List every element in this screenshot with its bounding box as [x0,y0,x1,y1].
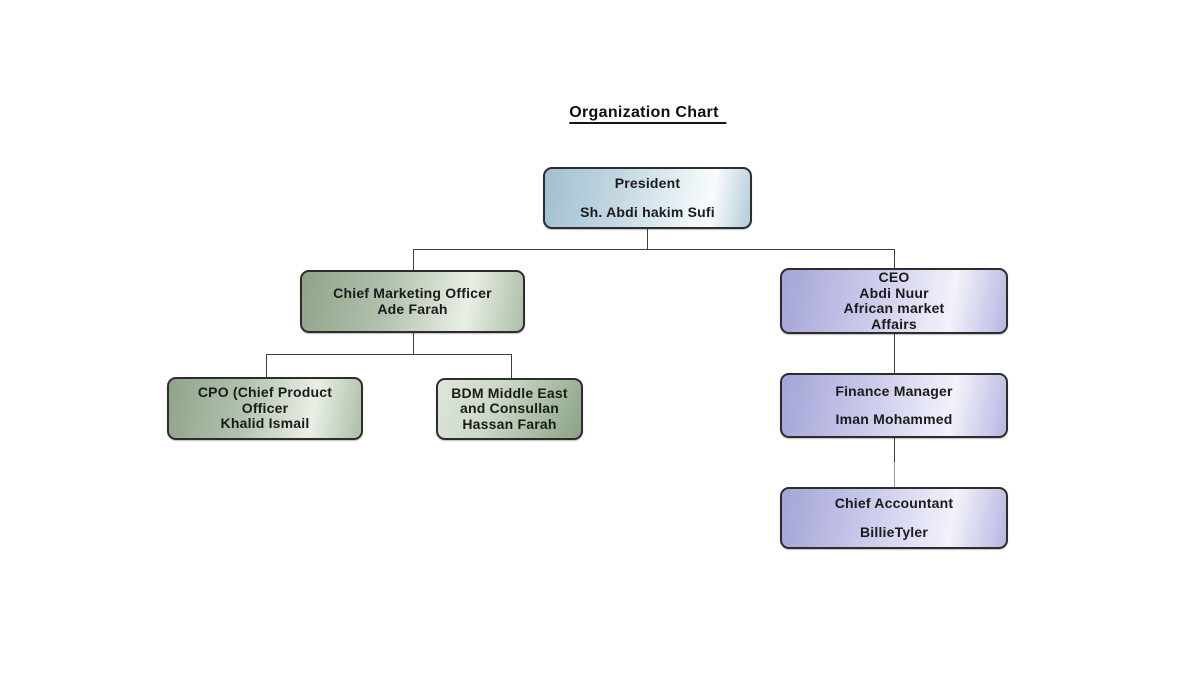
node-person: Hassan Farah [462,415,557,432]
connector-president-stem [647,229,648,250]
node-detail: Affairs [871,315,917,332]
node-title: CPO (Chief Product [197,384,333,401]
connector-drop-cpo [266,355,267,377]
connector-cmo-stem [413,333,414,354]
node-title-cont: and Consullan [459,400,560,417]
node-title: Chief Accountant [834,495,954,511]
node-person: Sh. Abdi hakim Sufi [580,203,715,220]
chart-title-text: Organization Chart [569,104,727,124]
org-node-chief-accountant[interactable]: Chief Accountant BillieTyler [780,487,1008,549]
node-detail: African market [843,300,945,316]
node-title: CEO [878,269,910,285]
org-node-bdm[interactable]: BDM Middle East and Consullan Hassan Far… [436,378,583,440]
connector-drop-cmo [413,250,414,270]
connector-level2-horizontal [266,354,512,355]
node-person: BillieTyler [859,523,929,540]
org-node-finance-manager[interactable]: Finance Manager Iman Mohammed [780,373,1008,438]
node-person: Iman Mohammed [835,411,953,427]
node-person: Abdi Nuur [859,284,929,301]
org-node-president[interactable]: President Sh. Abdi hakim Sufi [543,167,752,229]
connector-finance-accountant-lower [894,462,895,487]
connector-drop-ceo [894,250,895,268]
node-title: Finance Manager [835,382,953,399]
connector-ceo-finance [894,334,895,373]
org-node-ceo[interactable]: CEO Abdi Nuur African market Affairs [780,268,1008,334]
node-title: BDM Middle East [451,384,568,401]
connector-drop-bdm [511,355,512,378]
node-person: Khalid Ismail [220,415,310,432]
chart-title: Organization Chart [569,104,727,124]
node-person: Ade Farah [377,300,448,317]
connector-finance-accountant-upper [894,438,895,462]
org-node-cpo[interactable]: CPO (Chief Product Officer Khalid Ismail [167,377,363,440]
node-title-cont: Officer [241,399,289,416]
org-node-cmo[interactable]: Chief Marketing Officer Ade Farah [300,270,525,333]
connector-level1-horizontal [413,249,895,250]
node-title: Chief Marketing Officer [333,285,492,301]
node-title: President [614,175,681,191]
